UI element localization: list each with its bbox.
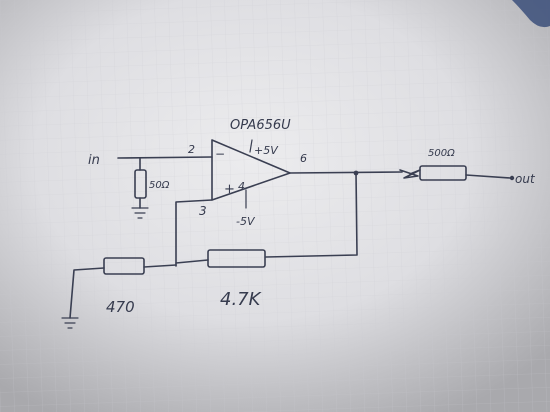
gain-ground-value: 470	[106, 298, 135, 316]
feedback-resistor	[207, 249, 266, 268]
feedback-value: 4.7K	[220, 289, 262, 310]
feedback-right-wire	[265, 172, 358, 258]
noninv-wire	[175, 199, 213, 267]
gain-resistor-right-lead	[143, 264, 177, 268]
output-terminal	[509, 175, 515, 181]
input-term-resistor	[134, 169, 147, 199]
input-wire	[117, 156, 213, 159]
pin-noninverting-number: 3	[199, 204, 207, 218]
ground-symbol-input	[131, 207, 149, 219]
pin-noninverting-sign: +	[224, 182, 235, 197]
pin-inverting-number: 2	[188, 143, 195, 156]
series-resistor-lead	[399, 169, 421, 179]
feedback-left-wire	[175, 259, 209, 264]
pin-inverting-sign: −	[215, 147, 225, 161]
opamp-symbol	[211, 139, 291, 201]
output-series-resistor	[419, 165, 467, 181]
gain-resistor-left-lead	[69, 267, 105, 319]
gain-ground-resistor	[103, 257, 145, 275]
supply-pos-lead	[249, 139, 253, 153]
supply-neg-label: -5V	[236, 215, 256, 228]
supply-pos-label: +5V	[254, 144, 279, 157]
input-term-value: 50Ω	[149, 180, 170, 191]
pin-supply-marker: 4	[238, 180, 245, 193]
output-wire	[289, 171, 403, 174]
input-label: in	[88, 153, 100, 168]
ground-symbol-gain	[61, 317, 79, 329]
pin-output-number: 6	[300, 152, 307, 165]
output-label: out	[515, 172, 536, 186]
opamp-part-number: OPA656U	[230, 118, 291, 133]
output-lead	[465, 174, 511, 179]
output-series-value: 500Ω	[428, 148, 455, 159]
